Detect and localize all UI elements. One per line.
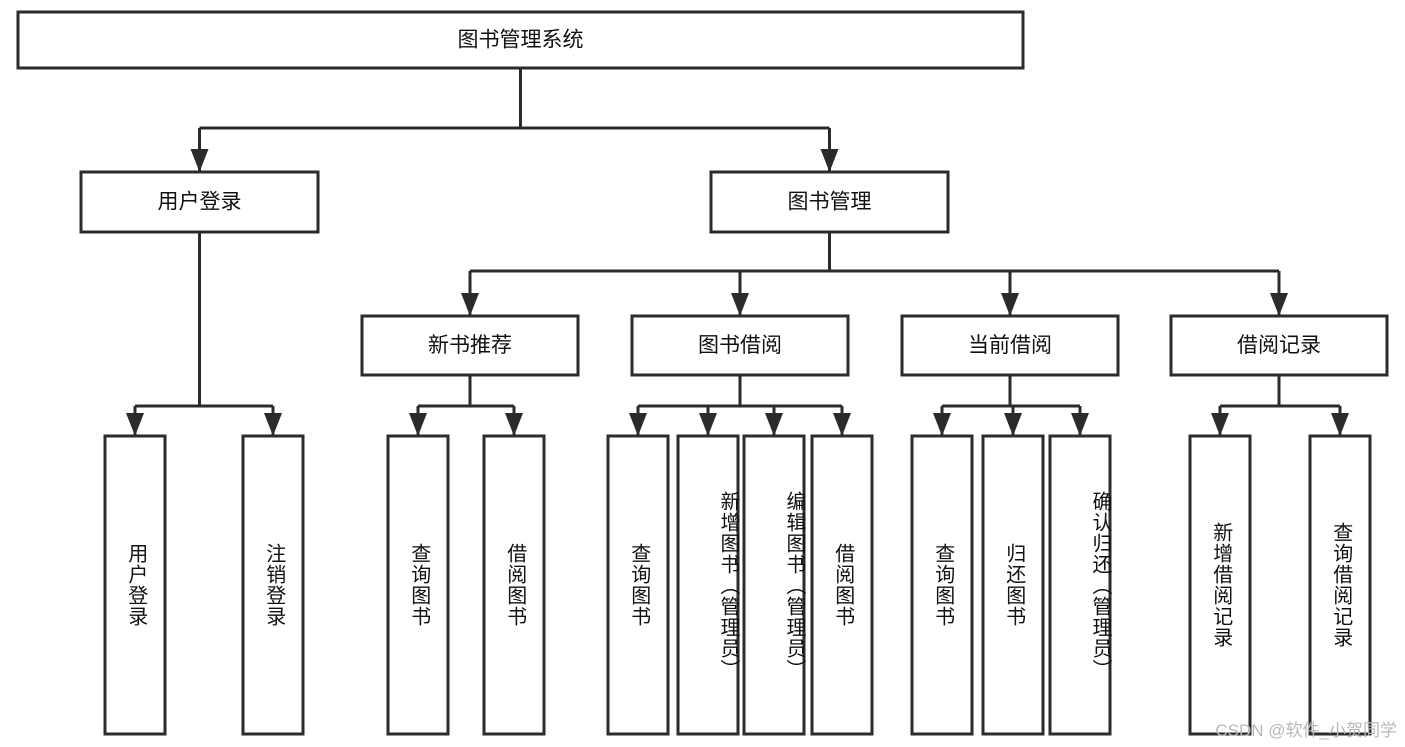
node-box-leaf-query-book-1[interactable]: [386, 434, 450, 736]
arrow-head-leaf-add-book: [699, 413, 717, 436]
node-box-leaf-borrow-book-2[interactable]: [810, 434, 874, 736]
node-label-borrow-record: 借阅记录: [1237, 334, 1321, 357]
node-box-book-manage[interactable]: [709, 170, 950, 234]
node-box-root[interactable]: [16, 10, 1025, 70]
node-label-book-manage: 图书管理: [788, 191, 872, 214]
arrow-head-book-manage: [820, 149, 839, 172]
node-label-new-book-rec: 新书推荐: [428, 334, 512, 357]
node-box-new-book-rec[interactable]: [360, 314, 580, 377]
node-box-leaf-logout[interactable]: [241, 434, 305, 736]
node-box-leaf-return-book[interactable]: [981, 434, 1045, 736]
node-box-leaf-user-login[interactable]: [103, 434, 167, 736]
node-label-user-login: 用户登录: [158, 191, 242, 214]
arrow-head-leaf-add-record: [1211, 413, 1229, 436]
arrow-head-leaf-query-book-3: [933, 413, 951, 436]
arrow-head-leaf-logout: [264, 413, 282, 436]
node-box-book-borrow[interactable]: [630, 314, 850, 377]
arrow-head-borrow-record: [1270, 293, 1288, 316]
arrow-head-current-borrow: [1001, 293, 1019, 316]
arrow-head-leaf-borrow-book-2: [833, 413, 851, 436]
node-box-leaf-query-book-3[interactable]: [910, 434, 974, 736]
node-box-borrow-record[interactable]: [1169, 314, 1389, 377]
arrow-head-leaf-query-book-1: [409, 413, 427, 436]
arrow-head-leaf-query-record: [1331, 413, 1349, 436]
node-box-leaf-borrow-book-1[interactable]: [482, 434, 546, 736]
arrow-head-new-book-rec: [461, 293, 479, 316]
arrow-head-leaf-query-book-2: [629, 413, 647, 436]
connectors-layer: [126, 68, 1349, 436]
node-box-leaf-query-book-2[interactable]: [606, 434, 670, 736]
boxes-layer: [16, 10, 1389, 736]
node-label-root: 图书管理系统: [458, 29, 584, 52]
node-label-book-borrow: 图书借阅: [698, 334, 782, 357]
arrow-head-leaf-borrow-book-1: [505, 413, 523, 436]
arrow-head-leaf-return-book: [1004, 413, 1022, 436]
node-box-leaf-add-record[interactable]: [1188, 434, 1252, 736]
node-box-user-login[interactable]: [79, 170, 320, 234]
node-label-current-borrow: 当前借阅: [968, 334, 1052, 357]
arrow-head-leaf-edit-book: [765, 413, 783, 436]
node-box-current-borrow[interactable]: [900, 314, 1120, 377]
node-box-leaf-query-record[interactable]: [1308, 434, 1372, 736]
arrow-head-leaf-user-login: [126, 413, 144, 436]
node-box-leaf-edit-book[interactable]: [742, 434, 806, 736]
arrow-head-user-login: [190, 149, 209, 172]
node-box-leaf-add-book[interactable]: [676, 434, 740, 736]
arrow-head-book-borrow: [731, 293, 749, 316]
arrow-head-leaf-confirm-return: [1071, 413, 1089, 436]
node-box-leaf-confirm-return[interactable]: [1048, 434, 1112, 736]
